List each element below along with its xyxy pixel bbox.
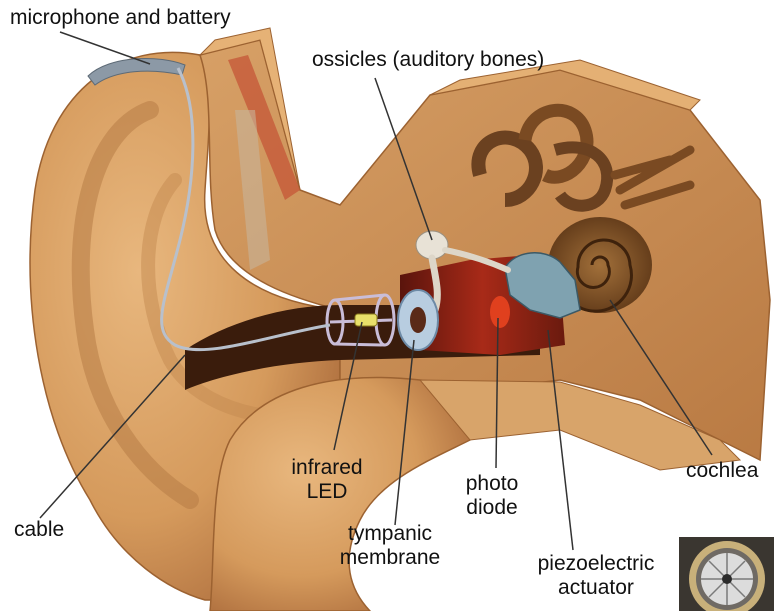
- piezo-line-1: piezoelectric: [526, 552, 666, 576]
- tympanic-line-2: membrane: [330, 546, 450, 570]
- device-photo-inset: [679, 537, 774, 611]
- microphone-battery-label: microphone and battery: [10, 6, 231, 30]
- tympanic-line-1: tympanic: [330, 522, 450, 546]
- infrared-led-line-1: infrared: [282, 456, 372, 480]
- piezo-line-2: actuator: [526, 576, 666, 600]
- piezoelectric-actuator-label: piezoelectric actuator: [526, 552, 666, 600]
- cable-label: cable: [14, 518, 64, 542]
- infrared-led-label: infrared LED: [282, 456, 372, 504]
- photo-diode: [490, 296, 510, 328]
- photo-diode-label: photo diode: [452, 472, 532, 520]
- device-photo: [679, 537, 774, 611]
- infrared-led: [355, 314, 377, 326]
- ossicles-label: ossicles (auditory bones): [312, 48, 544, 72]
- infrared-led-line-2: LED: [282, 480, 372, 504]
- leader-microphone: [60, 32, 150, 64]
- cochlea-label: cochlea: [686, 459, 758, 483]
- tympanic-membrane-label: tympanic membrane: [330, 522, 450, 570]
- photo-diode-line-2: diode: [452, 496, 532, 520]
- photo-diode-line-1: photo: [452, 472, 532, 496]
